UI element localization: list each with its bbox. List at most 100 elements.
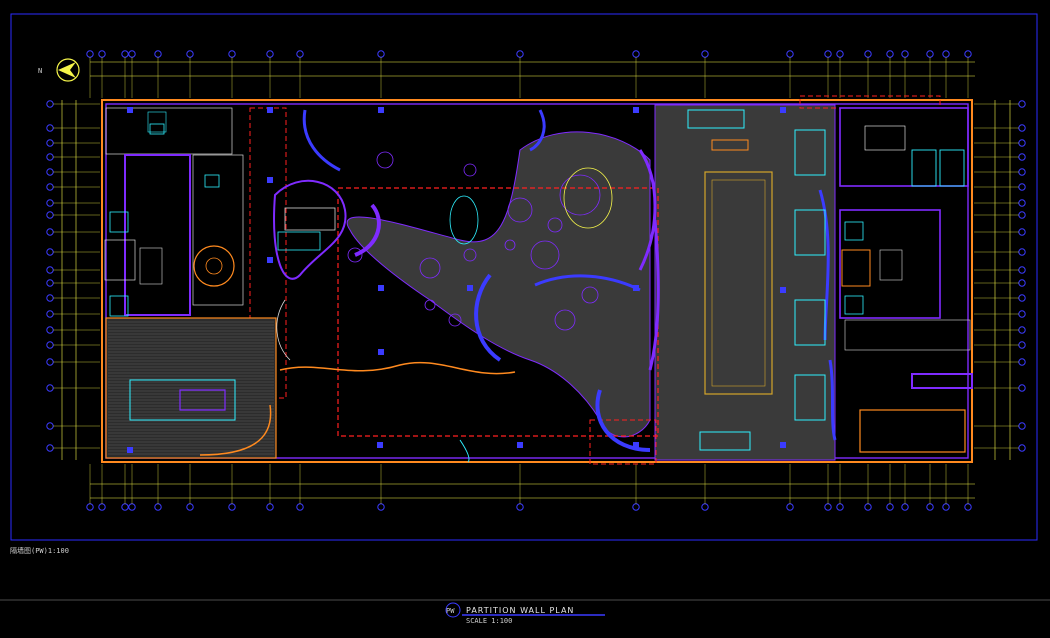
right-wing-rooms — [687, 107, 973, 453]
grid-bubble — [186, 50, 194, 58]
grid-bubble — [46, 168, 54, 176]
main-hall-floor — [654, 104, 836, 461]
grid-bubble — [1018, 444, 1026, 452]
grid-bubble — [46, 139, 54, 147]
grid-bubble — [964, 50, 972, 58]
grid-bubble — [786, 50, 794, 58]
grid-bubble — [1018, 294, 1026, 302]
grid-bubble — [46, 358, 54, 366]
grid-bubble — [296, 50, 304, 58]
building-outline — [101, 99, 973, 463]
grid-bubble — [154, 503, 162, 511]
grid-bubble — [964, 503, 972, 511]
lobby-floor-area — [346, 131, 651, 438]
dimension-line-left — [61, 100, 77, 460]
north-arrow-icon: N — [38, 58, 80, 82]
dimension-line-bottom — [90, 483, 975, 499]
grid-bubble — [1018, 124, 1026, 132]
grid-bubble — [1018, 211, 1026, 219]
grid-bubble — [901, 503, 909, 511]
grid-bubble — [1018, 199, 1026, 207]
grid-bubble — [1018, 153, 1026, 161]
grid-bubble — [1018, 248, 1026, 256]
central-pool — [704, 171, 773, 395]
grid-bubble — [46, 326, 54, 334]
grid-bubble — [86, 503, 94, 511]
grid-bubble — [864, 50, 872, 58]
grid-bubble — [46, 422, 54, 430]
grid-bubble — [46, 100, 54, 108]
grid-bubble — [46, 183, 54, 191]
central-pool-inner — [711, 179, 766, 387]
grid-bubble — [46, 310, 54, 318]
grid-bubble — [98, 503, 106, 511]
north-label: N — [38, 67, 42, 75]
grid-bubble — [46, 294, 54, 302]
grid-axis-bubbles — [46, 50, 1026, 511]
grid-bubble — [186, 503, 194, 511]
grid-bubble — [46, 211, 54, 219]
grid-bubble — [46, 384, 54, 392]
grid-bubble — [701, 503, 709, 511]
grid-bubble — [1018, 183, 1026, 191]
grid-bubble — [46, 266, 54, 274]
grid-bubble — [296, 503, 304, 511]
grid-bubble — [128, 503, 136, 511]
grid-bubble — [824, 50, 832, 58]
grid-bubble — [886, 50, 894, 58]
grid-bubble — [1018, 168, 1026, 176]
grid-bubble — [98, 50, 106, 58]
grid-bubble — [1018, 310, 1026, 318]
meeting-table — [277, 207, 336, 251]
grid-bubble — [46, 153, 54, 161]
grid-bubble — [1018, 358, 1026, 366]
grid-bubble — [864, 503, 872, 511]
grid-bubble — [926, 50, 934, 58]
grid-bubble — [46, 124, 54, 132]
left-service-block — [104, 107, 244, 317]
grid-bubble — [46, 279, 54, 287]
dimension-line-top — [90, 61, 975, 77]
grid-bubble — [1018, 279, 1026, 287]
grid-bubble — [516, 50, 524, 58]
deck-area — [105, 317, 277, 459]
grid-bubble — [154, 50, 162, 58]
grid-bubble — [516, 503, 524, 511]
grid-bubble — [942, 50, 950, 58]
dimension-line-right — [994, 100, 1011, 460]
drawing-scale: SCALE 1:100 — [466, 617, 512, 625]
grid-bubble — [377, 503, 385, 511]
structural-columns — [127, 107, 786, 453]
grid-bubble — [824, 503, 832, 511]
grid-bubble — [86, 50, 94, 58]
decor-circles — [347, 151, 613, 331]
grid-bubble — [1018, 422, 1026, 430]
grid-bubble — [128, 50, 136, 58]
grid-bubble — [377, 50, 385, 58]
grid-bubble — [228, 50, 236, 58]
grid-bubble — [836, 503, 844, 511]
grid-bubble — [46, 341, 54, 349]
grid-bubble — [46, 248, 54, 256]
drawing-title: PARTITION WALL PLAN — [466, 606, 574, 615]
grid-bubble — [46, 444, 54, 452]
grid-bubble — [1018, 341, 1026, 349]
grid-bubble — [942, 503, 950, 511]
grid-bubble — [1018, 384, 1026, 392]
grid-bubble — [701, 50, 709, 58]
grid-bubble — [266, 503, 274, 511]
grid-bubble — [1018, 100, 1026, 108]
grid-bubble — [266, 50, 274, 58]
grid-bubble — [632, 503, 640, 511]
grid-bubble — [786, 503, 794, 511]
grid-bubble — [46, 199, 54, 207]
grid-bubble — [121, 503, 129, 511]
grid-bubble — [901, 50, 909, 58]
grid-bubble — [121, 50, 129, 58]
grid-bubble — [46, 228, 54, 236]
grid-bubble — [1018, 139, 1026, 147]
grid-bubble — [926, 503, 934, 511]
title-block: PW PARTITION WALL PLAN SCALE 1:100 — [445, 602, 605, 625]
